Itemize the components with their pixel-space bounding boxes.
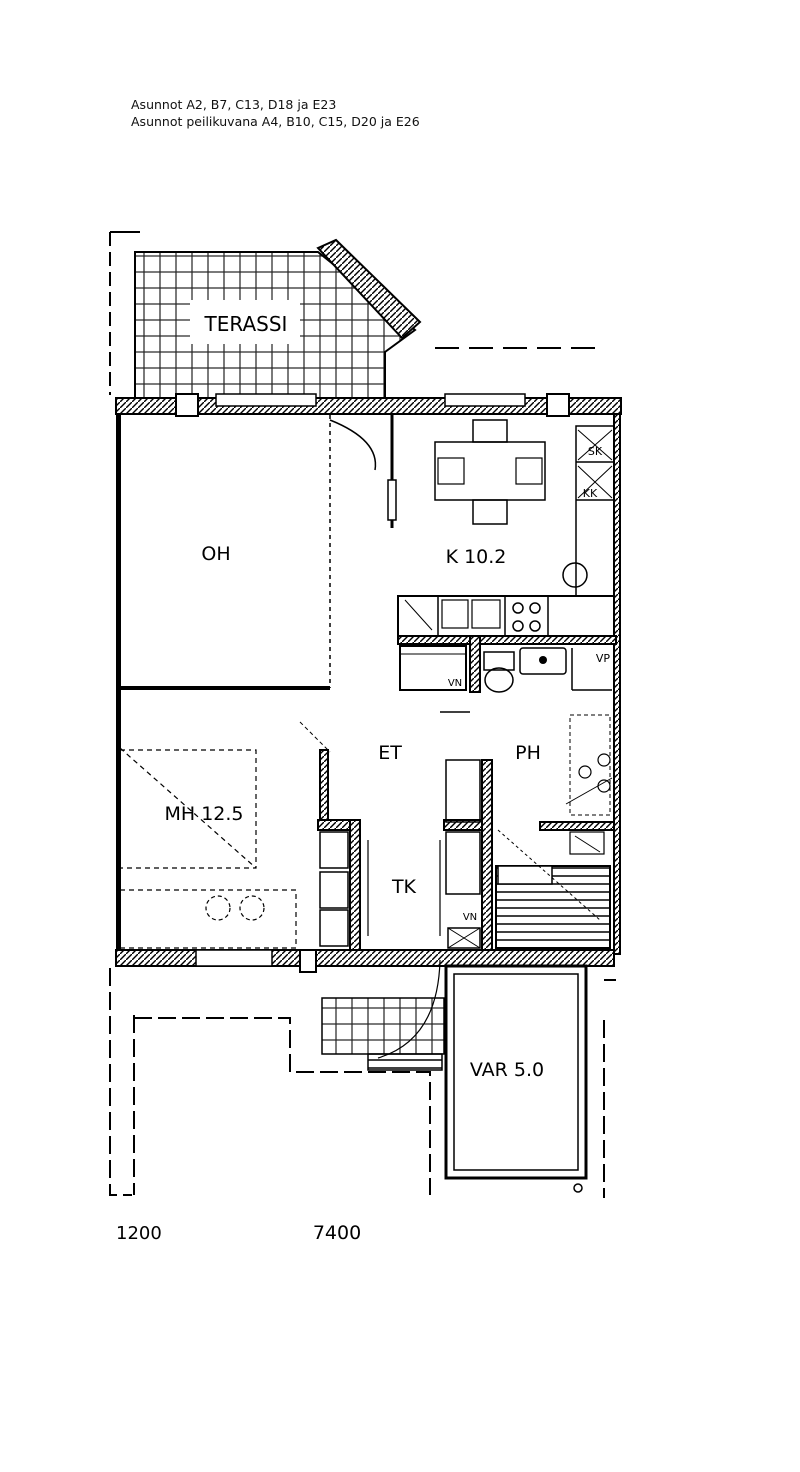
terrace <box>109 231 600 399</box>
room-label-terassi: TERASSI <box>204 312 288 336</box>
dimension-labels: 1200 7400 <box>116 1222 361 1244</box>
fixture-labels: SK KK VP VN VN <box>448 445 611 923</box>
bedroom-furniture <box>119 747 297 949</box>
interior-walls <box>120 414 617 951</box>
room-label-var: VAR 5.0 <box>470 1059 544 1081</box>
fixture-label-vn-bath: VN <box>448 678 462 689</box>
room-label-tk: TK <box>391 876 417 898</box>
storage-var <box>444 964 588 1193</box>
fixture-label-sk: SK <box>588 445 603 458</box>
room-label-k: K 10.2 <box>446 546 507 568</box>
fixture-label-vn-closet: VN <box>463 912 477 923</box>
kitchen-furniture <box>397 419 615 637</box>
room-label-et: ET <box>378 742 402 764</box>
exterior-walls <box>115 393 622 973</box>
room-label-ph: PH <box>515 742 541 764</box>
bathroom-fixtures <box>399 645 613 855</box>
entry-porch <box>321 959 445 1071</box>
dimension-width: 7400 <box>313 1222 361 1244</box>
room-label-oh: OH <box>201 543 230 565</box>
room-labels: TERASSI OH K 10.2 MH 12.5 ET PH TK VAR 5… <box>164 312 544 1081</box>
entrance-hall <box>299 711 481 949</box>
header-line-2: Asunnot peilikuvana A4, B10, C15, D20 ja… <box>131 114 420 129</box>
plan-header: Asunnot A2, B7, C13, D18 ja E23 Asunnot … <box>131 96 420 130</box>
fixture-label-vp: VP <box>596 652 611 665</box>
room-label-mh: MH 12.5 <box>164 803 243 825</box>
yard-boundaries <box>109 968 616 1198</box>
header-line-1: Asunnot A2, B7, C13, D18 ja E23 <box>131 97 337 112</box>
fixture-label-kk: KK <box>583 487 598 500</box>
dimension-left: 1200 <box>116 1223 162 1244</box>
sauna-benches <box>495 829 611 949</box>
